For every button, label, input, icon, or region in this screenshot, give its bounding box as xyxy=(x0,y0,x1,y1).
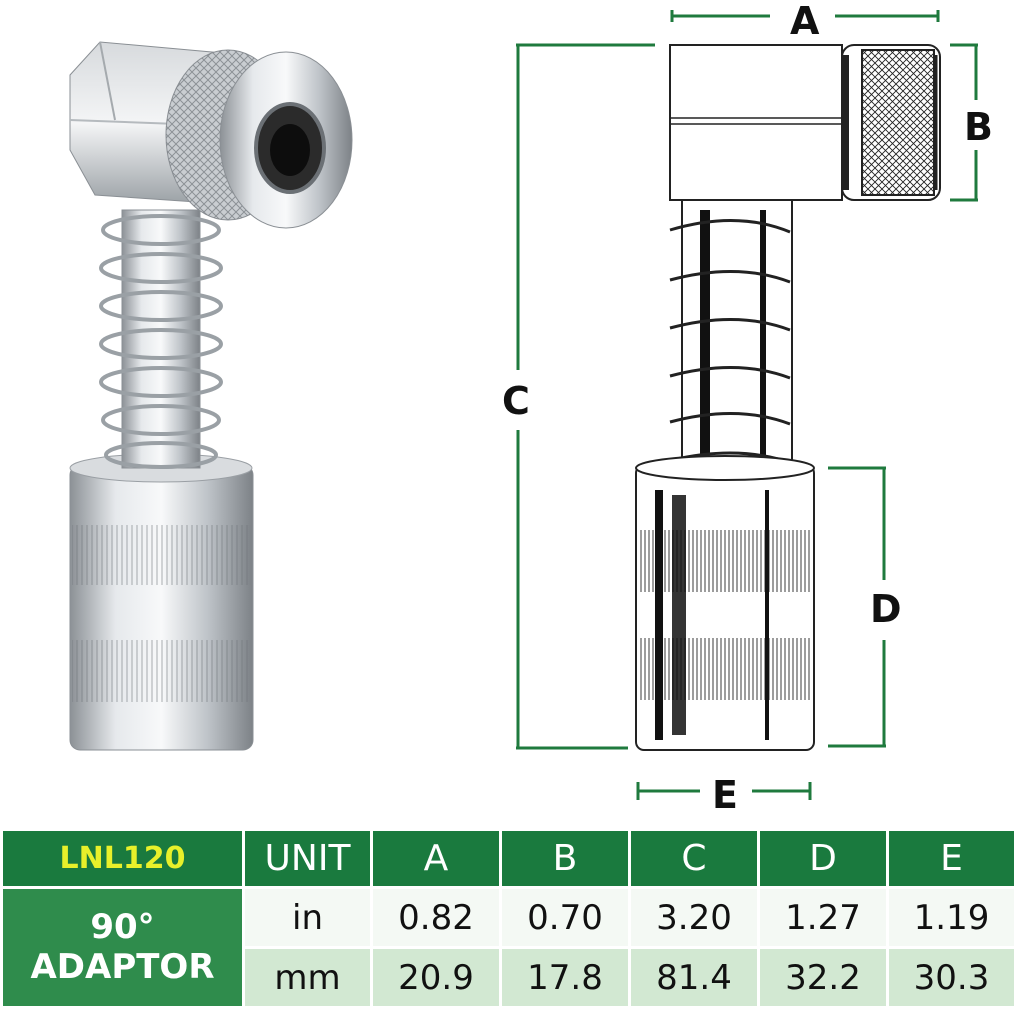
value-cell: 3.20 xyxy=(630,888,759,948)
unit-cell: in xyxy=(244,888,372,948)
drawing-adapter xyxy=(636,45,940,750)
table-row: 90° ADAPTOR in 0.82 0.70 3.20 1.27 1.19 xyxy=(2,888,1014,948)
table-header-row: LNL120 UNIT A B C D E xyxy=(2,830,1014,888)
spec-table: LNL120 UNIT A B C D E 90° ADAPTOR in 0.8… xyxy=(0,828,1014,1009)
value-cell: 20.9 xyxy=(372,948,501,1008)
photo-adapter xyxy=(70,42,352,750)
value-cell: 32.2 xyxy=(759,948,888,1008)
column-header-d: D xyxy=(759,830,888,888)
photo-coupler xyxy=(70,454,253,750)
product-illustration: A B C D E xyxy=(0,0,1014,828)
value-cell: 81.4 xyxy=(630,948,759,1008)
product-name: 90° ADAPTOR xyxy=(2,888,244,1008)
drawing-shaft xyxy=(682,200,792,465)
value-cell: 1.19 xyxy=(888,888,1014,948)
dimension-label-b: B xyxy=(964,105,993,149)
model-number: LNL120 xyxy=(2,830,244,888)
dimension-label-d: D xyxy=(870,587,902,631)
column-header-a: A xyxy=(372,830,501,888)
unit-header: UNIT xyxy=(244,830,372,888)
value-cell: 17.8 xyxy=(501,948,630,1008)
value-cell: 0.70 xyxy=(501,888,630,948)
column-header-c: C xyxy=(630,830,759,888)
value-cell: 1.27 xyxy=(759,888,888,948)
drawing-elbow-body xyxy=(670,45,842,200)
value-cell: 0.82 xyxy=(372,888,501,948)
column-header-b: B xyxy=(501,830,630,888)
drawing-coupler xyxy=(636,456,814,750)
dimension-label-c: C xyxy=(502,379,530,423)
dimension-label-e: E xyxy=(712,773,738,817)
column-header-e: E xyxy=(888,830,1014,888)
unit-cell: mm xyxy=(244,948,372,1008)
dimension-label-a: A xyxy=(790,0,820,43)
product-name-line2: ADAPTOR xyxy=(3,948,242,987)
product-name-line1: 90° xyxy=(3,908,242,947)
value-cell: 30.3 xyxy=(888,948,1014,1008)
photo-shaft xyxy=(122,210,200,468)
